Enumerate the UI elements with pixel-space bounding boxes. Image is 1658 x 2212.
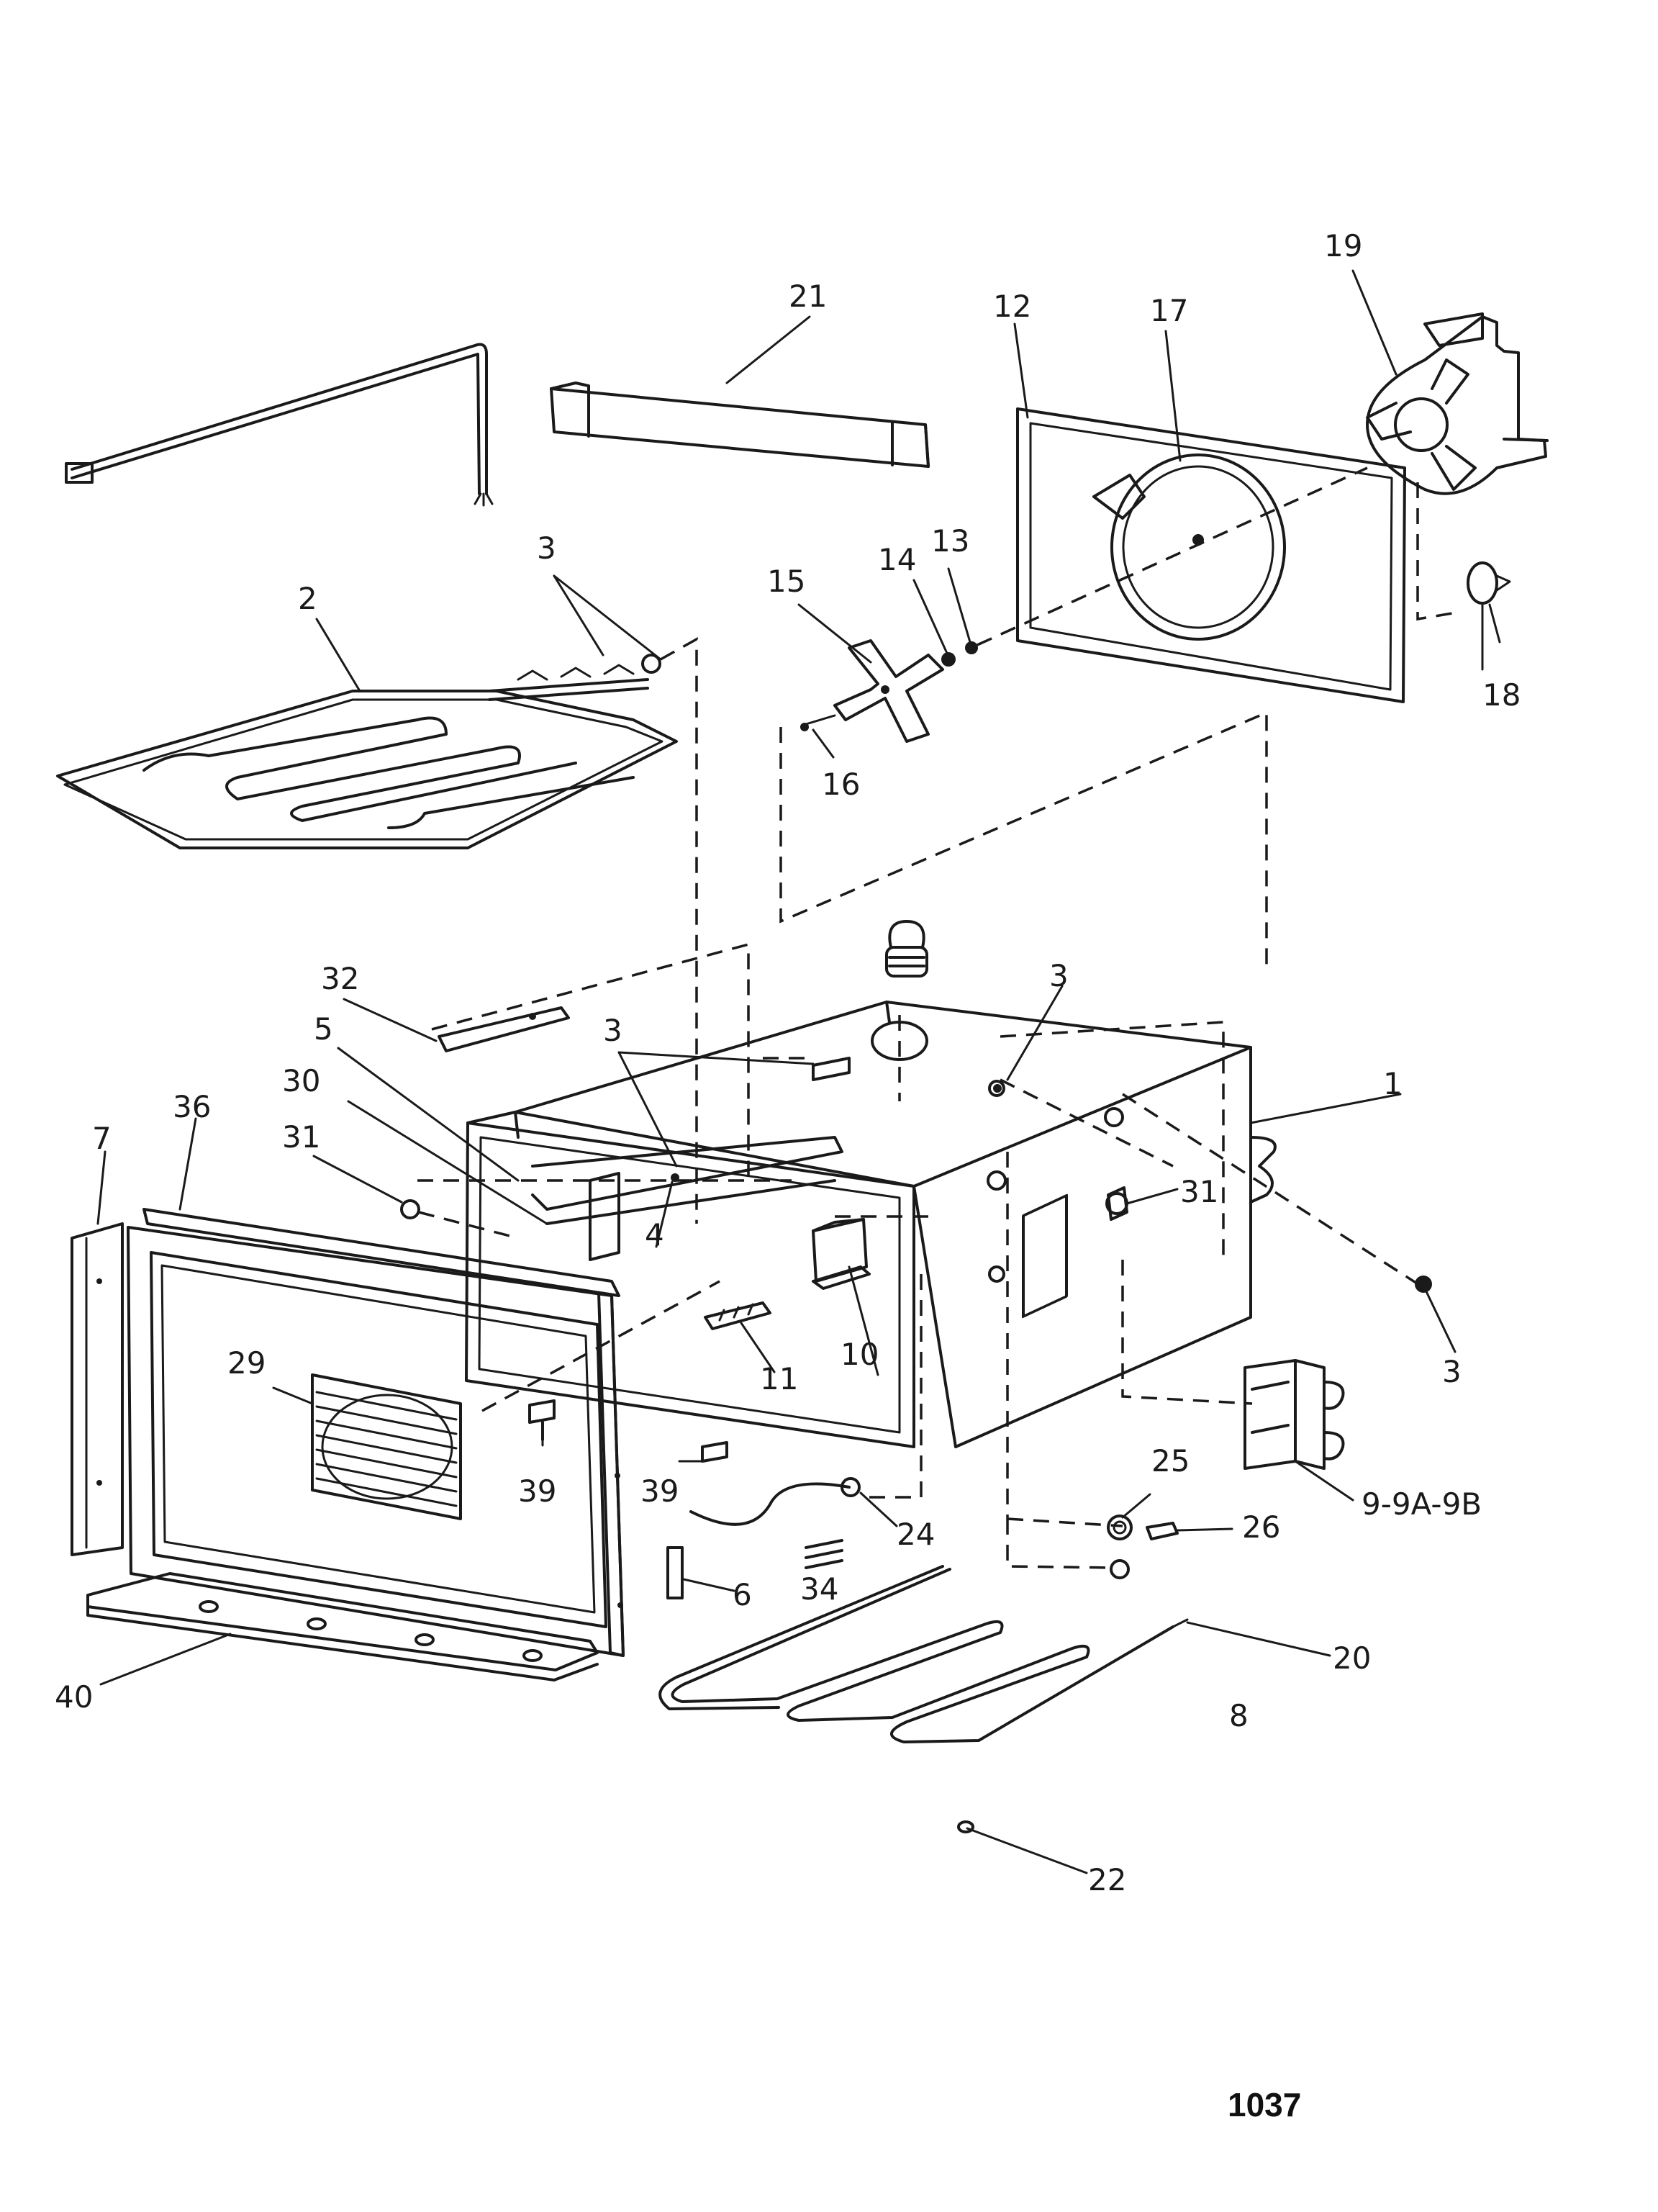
label-3-left: 3 (603, 1013, 622, 1048)
label-18: 18 (1482, 677, 1521, 713)
thermostat-knob (885, 920, 928, 978)
part-19-motor (1366, 312, 1549, 495)
label-21: 21 (789, 279, 827, 314)
label-3-center: 3 (1049, 958, 1069, 993)
label-24: 24 (897, 1517, 935, 1552)
dashed-connectors (417, 466, 1462, 1569)
label-20: 20 (1333, 1640, 1371, 1676)
part-18-bulb (1467, 561, 1511, 671)
part-31-bushing-right (1107, 1186, 1128, 1221)
label-34: 34 (800, 1571, 838, 1607)
part-22-screw (957, 1820, 974, 1833)
label-32: 32 (321, 961, 359, 996)
part-10-relay (812, 1218, 871, 1290)
door-frame (127, 1208, 625, 1657)
label-10: 10 (841, 1337, 879, 1372)
label-31-right: 31 (1180, 1174, 1218, 1209)
label-17: 17 (1150, 293, 1188, 328)
part-2-broil-element (56, 654, 678, 849)
label-3-top: 3 (537, 531, 556, 566)
part-15-fan-blade (800, 639, 978, 743)
part-5-front-frame (465, 1111, 915, 1448)
label-14: 14 (878, 542, 916, 577)
label-40: 40 (55, 1679, 93, 1715)
label-5: 5 (314, 1011, 333, 1047)
label-29: 29 (227, 1345, 266, 1381)
part-20-bake-element (658, 1565, 1189, 1743)
part-25-26-fittings (1107, 1514, 1179, 1579)
part-40-bottom-plate (86, 1572, 599, 1681)
part-29-vent-grille (311, 1373, 462, 1520)
label-36: 36 (173, 1089, 211, 1124)
part-32-bracket (438, 1006, 570, 1052)
label-16: 16 (822, 767, 860, 802)
part-34-clip (805, 1539, 843, 1569)
leader-lines (96, 269, 1501, 1874)
part-7-side-trim (71, 1222, 124, 1556)
part-11-switch (704, 1301, 771, 1330)
label-7: 7 (92, 1121, 112, 1156)
label-11: 11 (760, 1361, 798, 1396)
part-labels: 21 12 17 19 18 13 14 15 16 3 2 3 3 1 32 … (55, 228, 1521, 2123)
label-15: 15 (767, 564, 805, 599)
label-2: 2 (298, 581, 317, 616)
label-26: 26 (1242, 1509, 1280, 1545)
label-30: 30 (282, 1063, 320, 1098)
part-21-bar (550, 382, 930, 468)
label-31-left: 31 (282, 1119, 320, 1155)
label-1: 1 (1383, 1066, 1403, 1101)
page-number: 1037 (1228, 2086, 1301, 2123)
part-30-inner-element (531, 1136, 843, 1261)
label-39-left: 39 (518, 1473, 556, 1509)
label-22: 22 (1088, 1862, 1126, 1897)
label-25: 25 (1151, 1443, 1190, 1479)
label-39-right: 39 (640, 1473, 679, 1509)
label-8: 8 (1229, 1698, 1249, 1733)
part-12-fan-plate (1016, 407, 1406, 703)
part-6-block (666, 1546, 684, 1599)
label-6: 6 (733, 1577, 752, 1612)
part-24-wire (689, 1477, 861, 1526)
part-31-bushing-left (400, 1199, 519, 1240)
label-9-9a-9b: 9-9A-9B (1362, 1486, 1482, 1522)
label-3-right: 3 (1442, 1354, 1462, 1389)
part-9-switch-block (1244, 1359, 1345, 1470)
label-13: 13 (931, 523, 969, 559)
label-19: 19 (1324, 228, 1362, 263)
callout-dots (671, 1084, 1432, 1293)
part-1-oven-cavity (514, 1001, 1277, 1448)
label-4: 4 (645, 1217, 664, 1252)
part-39-catch (528, 1399, 728, 1463)
power-cord (65, 343, 494, 507)
label-12: 12 (993, 289, 1031, 324)
